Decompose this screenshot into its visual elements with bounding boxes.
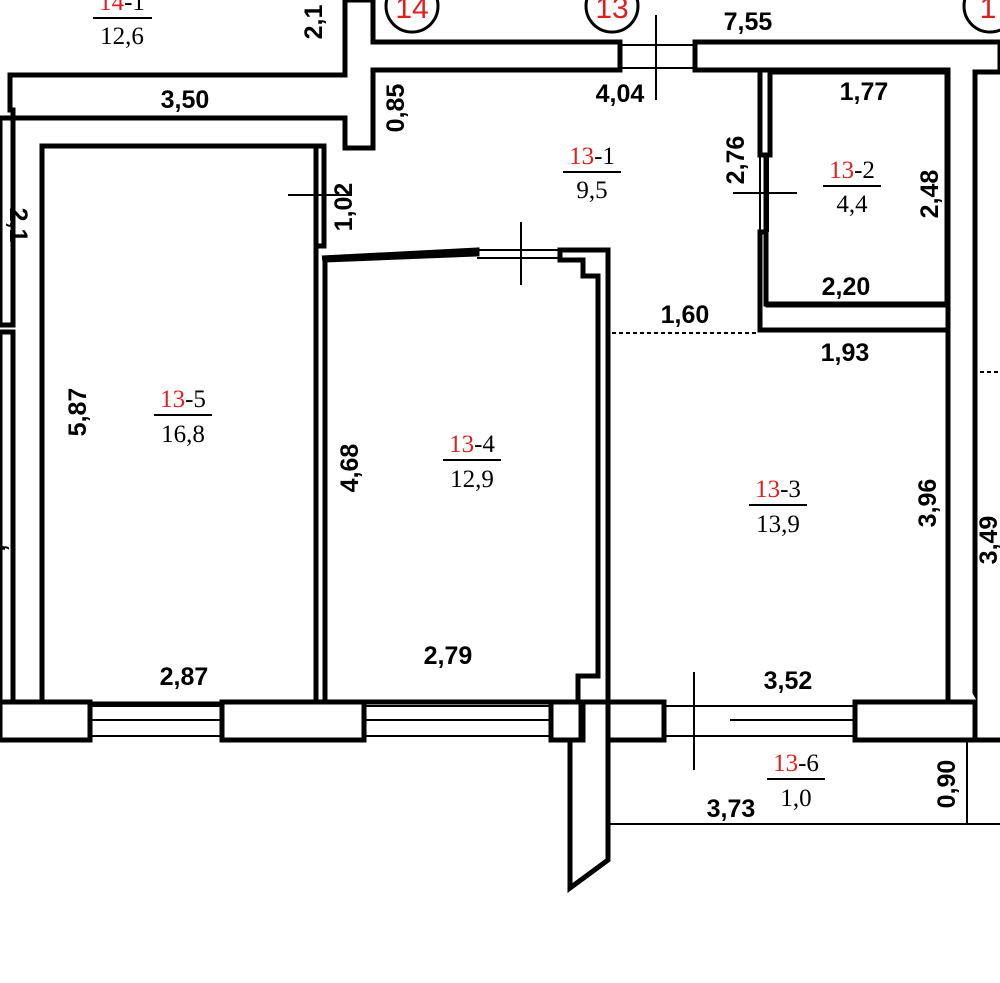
room-area: 9,5 [576,177,607,204]
marker-label-right: 1 [980,0,997,25]
dim-left-edge-partial-a: 2,1 [4,208,32,243]
window-room-13-5 [90,705,222,737]
room-label-13-2: 13-2 4,4 [823,157,881,218]
room-label-13-5: 13-5 16,8 [154,386,212,448]
room-area: 12,9 [450,466,494,493]
svg-text:13-6: 13-6 [773,750,819,777]
room-suffix: -2 [854,157,875,184]
room-number: 13 [755,476,780,503]
wall-bottom-left [0,699,93,743]
dim-kitchen-partition: 1,60 [661,301,710,329]
room-number: 13 [569,143,594,170]
dim-room4-width: 2,79 [424,642,473,670]
wall-bath-inner [763,69,950,307]
dim-bath-height: 2,48 [916,170,944,219]
room-suffix: -1 [594,143,615,170]
wall-bath-left [757,67,773,158]
room-number: 14 [99,0,125,16]
apartment-marker-right: 1 [962,0,1000,34]
dim-bath-depth: 2,76 [722,136,750,185]
wall-room-13-4 [321,247,612,893]
room-suffix: -3 [780,476,801,503]
dim-right-partial: 3,49 [975,516,1000,565]
dim-hall-width: 4,04 [596,80,645,108]
room-suffix: -5 [185,386,206,413]
dim-bath-bottom: 2,20 [822,273,871,301]
room-area: 12,6 [100,23,144,50]
wall-kitchen-bottom-a [605,699,667,743]
svg-text:13-3: 13-3 [755,476,801,503]
dim-balcony-width: 3,73 [707,795,756,823]
svg-text:13-2: 13-2 [829,157,875,184]
wall-left-lower [0,329,16,708]
room-label-13-3: 13-3 13,9 [749,476,807,538]
dim-hall-opening: 1,02 [330,183,358,232]
room-suffix: -6 [798,750,819,777]
dim-hall-door-depth: 0,85 [382,84,410,133]
svg-text:14-1: 14-1 [99,0,145,16]
wall-bottom-mid-b [548,699,584,743]
apartment-marker-14: 14 [384,0,440,34]
dim-corridor-top: 3,50 [161,86,210,114]
wall-room-13-5 [39,143,319,707]
dim-room4-height: 4,68 [336,444,364,493]
dim-top-right: 7,55 [724,8,773,36]
room-number: 13 [160,386,185,413]
marker-label-13: 13 [595,0,628,25]
room-suffix: -1 [124,0,145,16]
room-number: 13 [829,157,854,184]
room-area: 4,4 [836,191,868,218]
wall-bottom-right [852,699,978,743]
svg-text:13-4: 13-4 [449,431,495,458]
dim-room5-width: 2,87 [160,663,209,691]
room-area: 13,9 [756,511,800,538]
door-room-13-2 [733,155,797,232]
dim-kitchen-height: 3,96 [914,479,942,528]
room-area: 1,0 [780,785,811,812]
wall-top-corridor [7,0,623,151]
window-top-hall [620,44,695,69]
dim-left-edge-partial-b: , [0,545,11,552]
room-number: 13 [773,750,798,777]
room-label-13-1: 13-1 9,5 [563,143,621,204]
room-label-13-4: 13-4 12,9 [443,431,501,493]
room-label-13-6: 13-6 1,0 [767,750,825,812]
room-label-14-1: 14-1 12,6 [93,0,152,50]
dim-room5-height: 5,87 [64,388,92,437]
dim-bath-top: 1,77 [840,78,889,106]
dim-kitchen-top: 1,93 [821,339,870,367]
window-room-13-3 [664,705,855,737]
room-suffix: -4 [474,431,495,458]
wall-balcony [607,740,1000,825]
dim-balcony-depth: 0,90 [933,760,961,809]
room-area: 16,8 [161,421,205,448]
wall-bottom-mid-a [219,699,367,743]
door-room-13-5 [288,155,352,240]
apartment-marker-13: 13 [584,0,640,34]
room-number: 13 [449,431,474,458]
dim-kitchen-width: 3,52 [764,667,813,695]
svg-text:13-1: 13-1 [569,143,615,170]
marker-label-14: 14 [395,0,428,25]
dim-top-left-partial: 2,1 [300,5,328,40]
window-room-13-4 [364,705,551,737]
door-room-13-4 [477,222,560,285]
svg-text:13-5: 13-5 [160,386,206,413]
wall-left-edge [0,115,16,328]
